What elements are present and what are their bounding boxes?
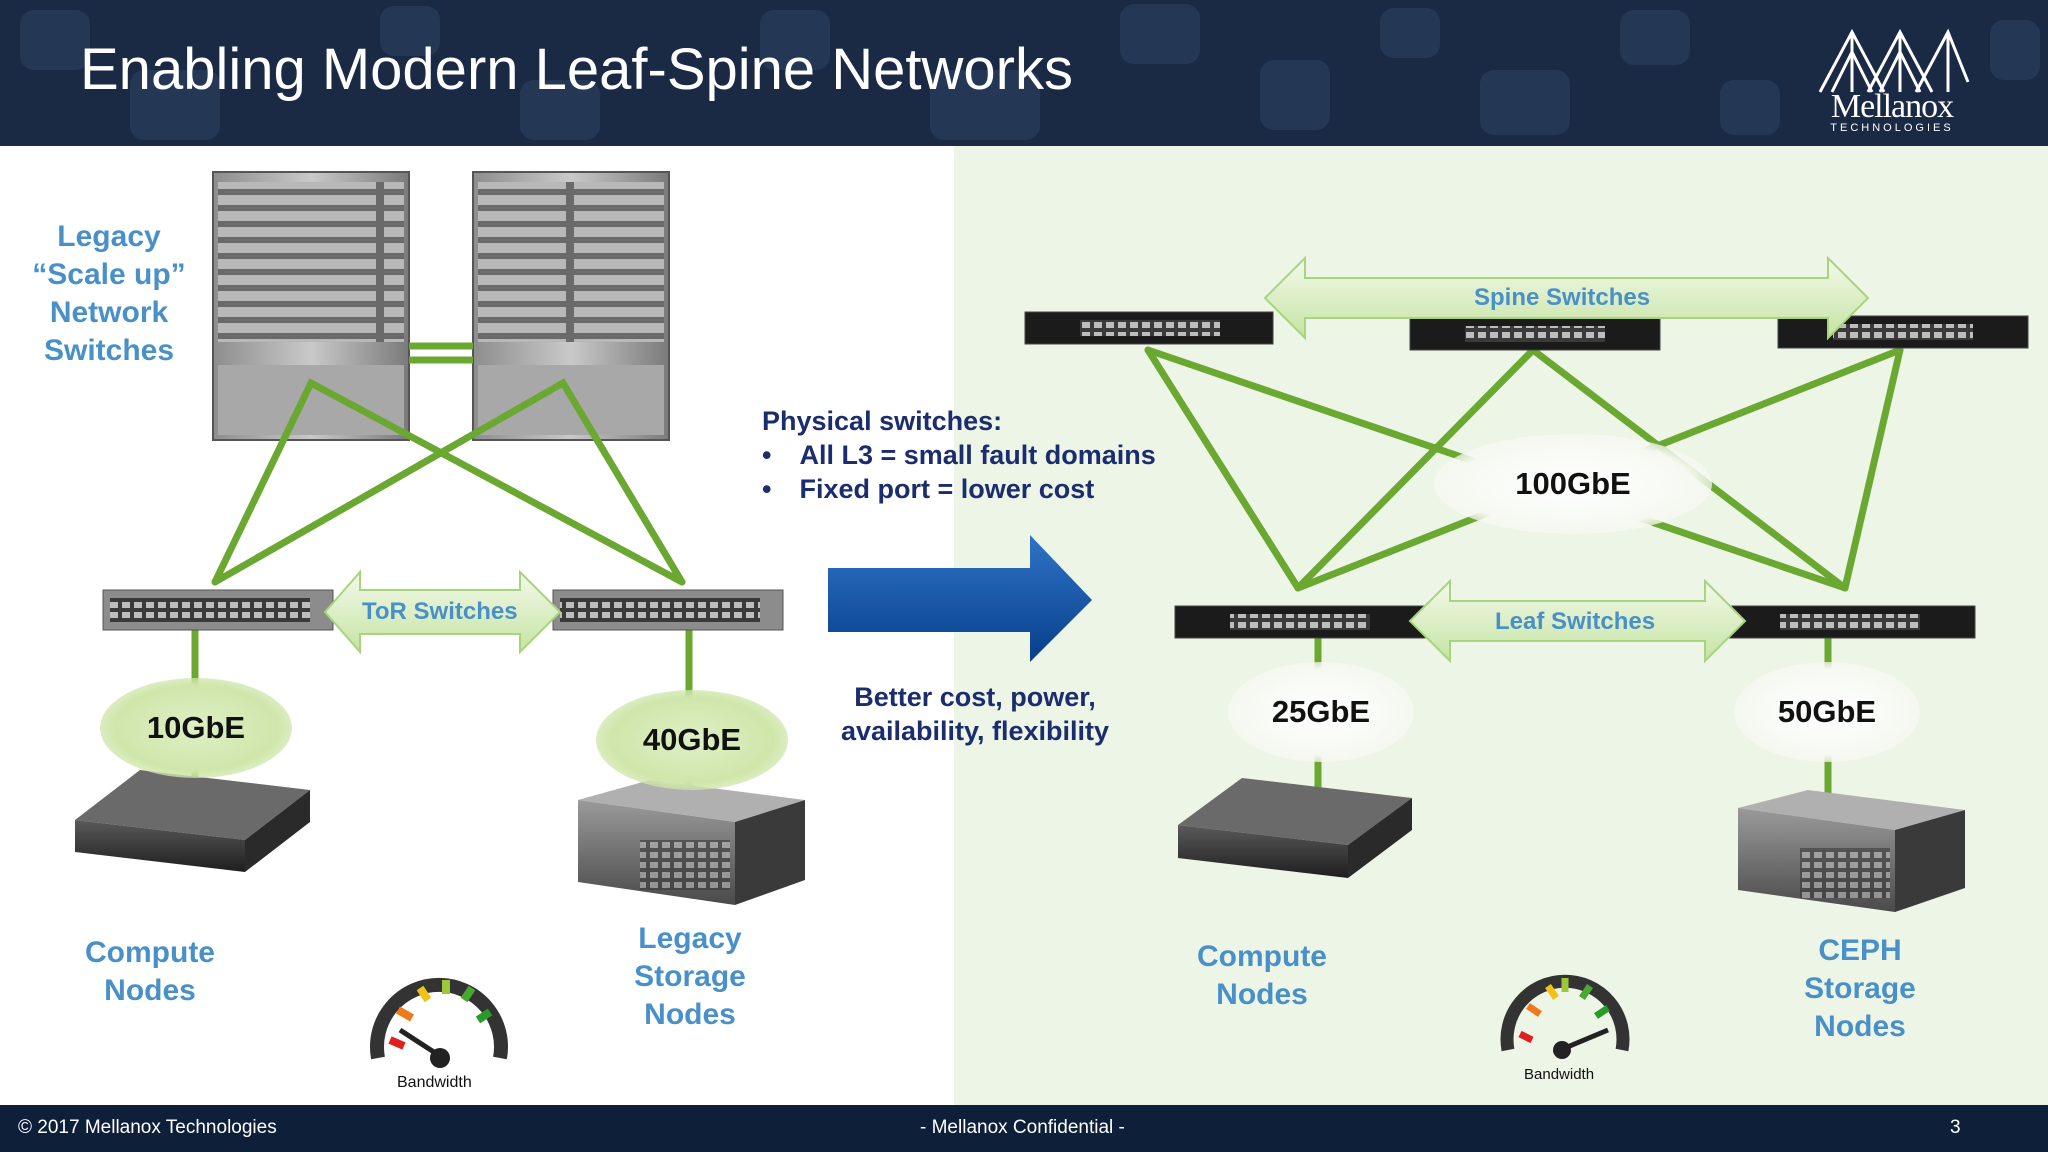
- tor-switch-2: [552, 589, 784, 631]
- gauge-label-right: Bandwidth: [1524, 1066, 1595, 1083]
- bullet-item: •All L3 = small fault domains: [762, 440, 1156, 470]
- slide-footer: © 2017 Mellanox Technologies - Mellanox …: [0, 1105, 2048, 1152]
- speed-badge-10gbe: 10GbE: [100, 678, 292, 778]
- spine-switch-2: [1409, 317, 1661, 351]
- leaf-double-arrow: [1408, 578, 1747, 664]
- spine-switch-3: [1777, 315, 2029, 349]
- chassis-interlink: [409, 342, 473, 364]
- bullet-item: •Fixed port = lower cost: [762, 474, 1095, 504]
- tor-switch-1: [102, 589, 334, 631]
- speed-badge-25gbe: 25GbE: [1228, 662, 1414, 762]
- legacy-compute-server: [75, 770, 310, 872]
- legacy-storage-server: [578, 780, 805, 905]
- bandwidth-gauge-left-icon: [370, 977, 508, 1068]
- logo-tagline: TECHNOLOGIES: [1830, 122, 1954, 134]
- benefit-text: Better cost, power, availability, flexib…: [840, 682, 1110, 746]
- tor-double-arrow: [323, 569, 562, 655]
- speed-badge-40gbe: 40GbE: [596, 690, 788, 790]
- leaf-switches-label: Leaf Switches: [1495, 608, 1656, 635]
- spine-switches-label: Spine Switches: [1474, 284, 1651, 311]
- speed-badge-100gbe: 100GbE: [1434, 434, 1712, 534]
- bandwidth-gauge-right-icon: [1500, 974, 1630, 1059]
- slide-header: [0, 0, 2048, 146]
- footer-copyright: © 2017 Mellanox Technologies: [18, 1117, 277, 1138]
- ceph-compute-label: Compute Nodes: [1197, 940, 1327, 1011]
- spine-switch-1: [1024, 311, 1274, 345]
- transition-arrow: [828, 535, 1092, 662]
- gauge-label-left: Bandwidth: [397, 1074, 472, 1091]
- physical-switches-heading: Physical switches:: [762, 406, 1003, 436]
- ceph-compute-server: [1178, 778, 1412, 878]
- legacy-compute-label: Compute Nodes: [85, 936, 215, 1007]
- slide-title: Enabling Modern Leaf-Spine Networks: [80, 37, 1073, 102]
- legacy-storage-label: Legacy Storage Nodes: [634, 922, 746, 1031]
- ceph-storage-label: CEPH Storage Nodes: [1804, 934, 1916, 1043]
- tor-switches-label: ToR Switches: [362, 598, 518, 625]
- ceph-storage-server: [1738, 790, 1965, 912]
- legacy-switches-label: Legacy “Scale up” Network Switches: [32, 220, 186, 367]
- legacy-chassis-switch-1: [212, 171, 410, 441]
- leaf-switch-2: [1724, 605, 1976, 639]
- footer-page-number: 3: [1950, 1117, 1961, 1138]
- footer-confidential: - Mellanox Confidential -: [920, 1117, 1125, 1138]
- logo-wordmark: Mellanox: [1830, 88, 1954, 125]
- leaf-switch-1: [1174, 605, 1426, 639]
- mellanox-logo-icon: [1818, 28, 1970, 93]
- speed-badge-50gbe: 50GbE: [1734, 662, 1920, 762]
- spine-double-arrow: [1263, 255, 1870, 341]
